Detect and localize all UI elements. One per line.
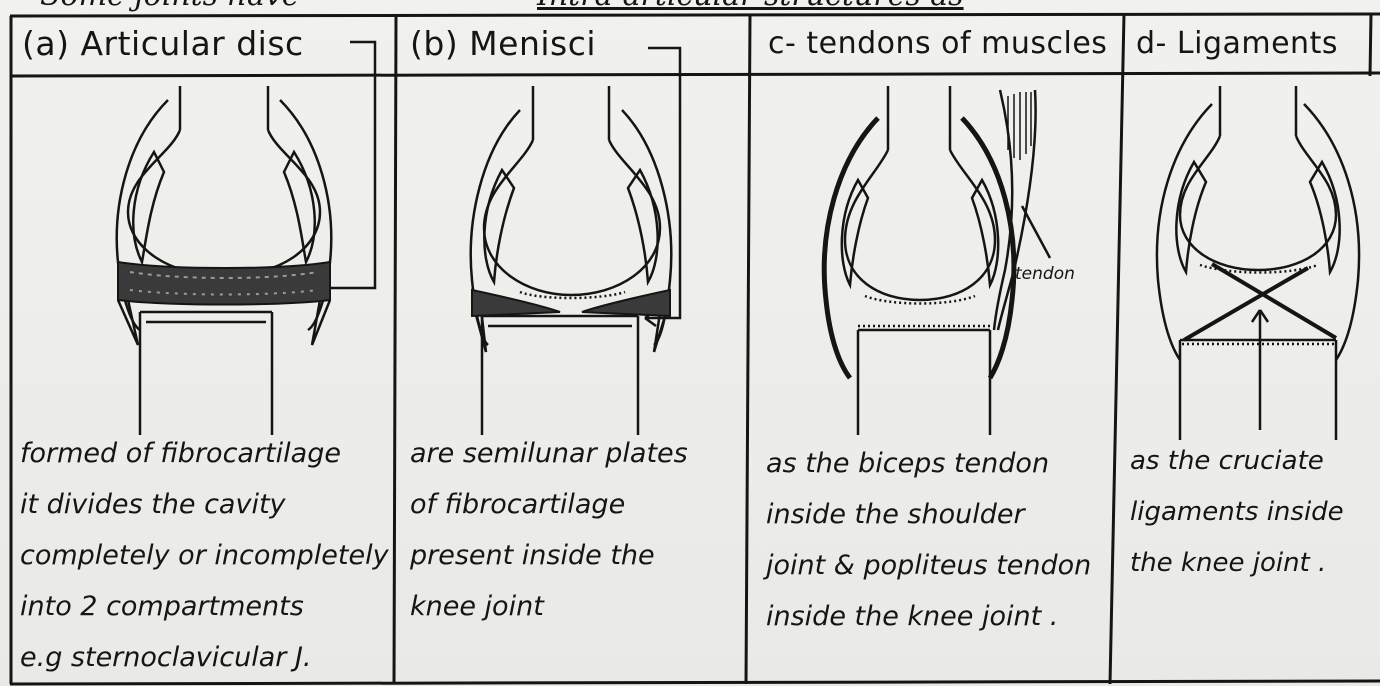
panel-caption: as the cruciate ligaments inside the kne… bbox=[1130, 436, 1344, 589]
caption-line: as the cruciate bbox=[1130, 436, 1344, 487]
caption-line: the knee joint . bbox=[1130, 538, 1344, 589]
caption-line: ligaments inside bbox=[1130, 487, 1344, 538]
